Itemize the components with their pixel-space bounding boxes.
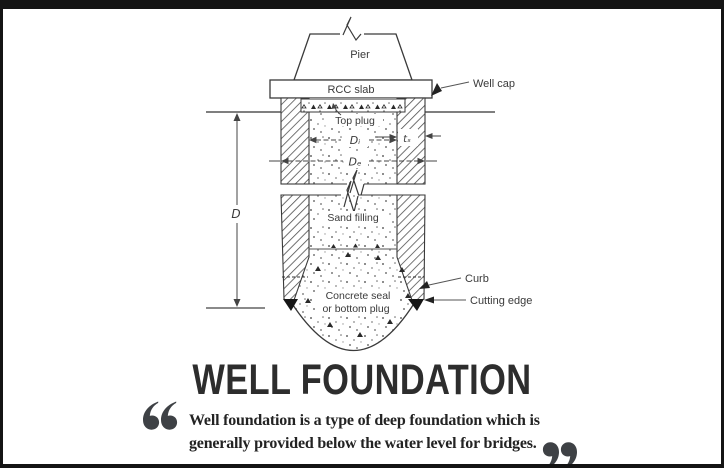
inner-dia-arrow-left	[309, 136, 317, 144]
inner-diameter-label: Dᵢ	[350, 134, 360, 147]
well-cap-concrete-band	[300, 98, 406, 113]
well-cap-arrow	[431, 83, 442, 96]
cutting-edge-right	[408, 299, 424, 311]
depth-dimension	[206, 119, 265, 309]
quote-line-1: Well foundation is a type of deep founda…	[189, 412, 540, 429]
sand-filling-halo	[319, 211, 387, 223]
well-cap-leader	[440, 81, 470, 89]
steining-thickness-label: tₛ	[403, 134, 411, 145]
seal-triangles	[305, 252, 411, 337]
top-plug-label: Top plug	[335, 115, 375, 127]
close-quote-icon	[542, 442, 577, 464]
concrete-seal-halo	[317, 289, 399, 315]
inner-dia-halo	[342, 131, 368, 147]
sand-filling-label: Sand filling	[327, 212, 379, 224]
outer-dia-halo	[344, 152, 368, 168]
quote-text: Well foundation is a type of deep founda…	[189, 410, 569, 455]
outer-dia-arrow-right	[417, 157, 425, 165]
ts-arrow-inner	[389, 134, 397, 140]
curb-arrow	[419, 281, 430, 289]
steining-thickness-box	[398, 129, 418, 146]
boundary-triangles	[331, 243, 380, 248]
open-quote-icon	[143, 401, 178, 430]
cutting-edge-label: Cutting edge	[470, 295, 532, 307]
page-title: WELL FOUNDATION	[3, 359, 721, 402]
cutting-edge-left	[283, 299, 298, 311]
top-plug-halo	[327, 114, 383, 126]
depth-arrow-down	[233, 299, 241, 307]
pier-break-symbol	[342, 16, 362, 42]
top-plug-leader-arrow	[331, 103, 337, 109]
depth-label: D	[231, 207, 240, 221]
depth-arrow-up	[233, 113, 241, 121]
well-foundation-diagram: D Pier RCC slab Well cap Top plug Dᵢ	[206, 16, 532, 352]
concrete-seal-label-line1: Concrete seal	[326, 290, 391, 302]
curb-label: Curb	[465, 273, 489, 285]
outer-diameter-label: Dₑ	[348, 156, 361, 169]
quote-line-2: generally provided below the water level…	[189, 434, 537, 452]
title-text: WELL FOUNDATION	[192, 356, 532, 404]
ts-arrow-outer	[425, 133, 433, 139]
break-symbol-upper	[349, 169, 365, 202]
well-cap-label: Well cap	[473, 78, 515, 90]
cutting-edge-arrow	[424, 296, 434, 304]
pier-label: Pier	[350, 49, 370, 61]
rcc-slab-label: RCC slab	[327, 84, 374, 96]
bottom-plug-dome	[290, 301, 416, 352]
break-symbol-lower	[343, 180, 359, 215]
outer-dia-arrow-left	[281, 157, 289, 165]
curb-leader	[428, 277, 462, 286]
concrete-seal-label-line2: or bottom plug	[322, 303, 389, 315]
